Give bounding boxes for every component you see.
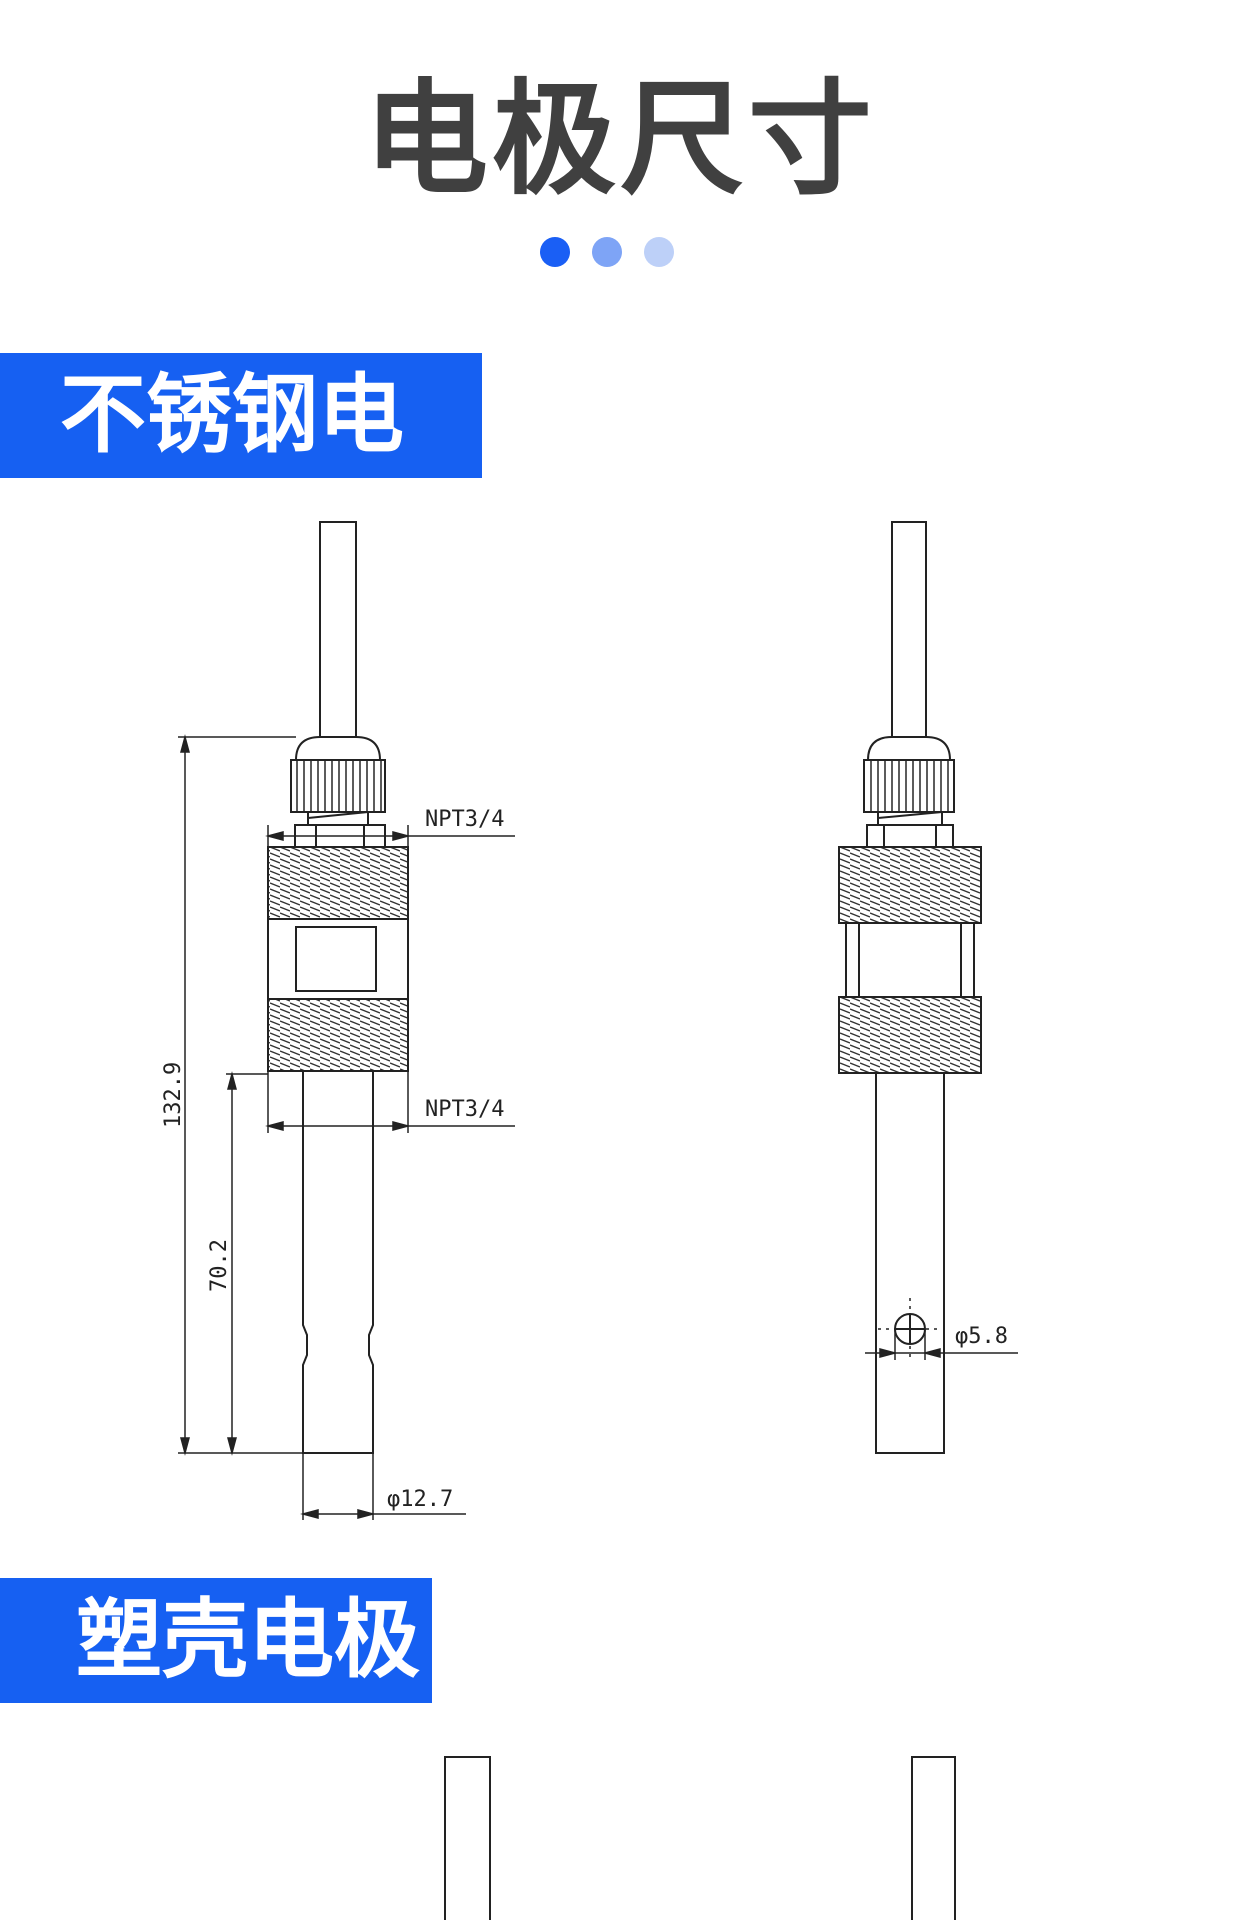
hole-dimension: [865, 1298, 1018, 1362]
lower-thread: [838, 996, 982, 1074]
cable-gland-dome: [867, 736, 951, 761]
cable: [319, 521, 357, 738]
dim-total-length: 132.9: [161, 1062, 186, 1128]
stainless-electrode-side-view: [838, 521, 982, 1454]
gland-nut: [863, 759, 955, 813]
lower-thread: [267, 998, 409, 1072]
upper-thread: [838, 846, 982, 924]
cable: [891, 521, 927, 738]
dim-hole-diameter: φ5.8: [955, 1324, 1008, 1349]
plastic-electrode-side-view: [911, 1756, 956, 1920]
dim-thread-bottom: NPT3/4: [425, 1097, 504, 1122]
upper-thread: [267, 846, 409, 920]
plastic-electrode-front-view: [444, 1756, 491, 1920]
dim-thread-top: NPT3/4: [425, 807, 504, 832]
section-banner-stainless-steel: 不锈钢电极: [0, 353, 482, 590]
dot-1: [540, 237, 570, 267]
stainless-electrode-front-view: [267, 521, 409, 1454]
gland-base: [877, 811, 943, 826]
dim-lower-length: 70.2: [207, 1239, 232, 1292]
upper-collar: [866, 824, 954, 848]
dot-2: [592, 237, 622, 267]
dot-3: [644, 237, 674, 267]
hex-flat: [295, 926, 377, 992]
probe-shaft: [302, 1071, 374, 1454]
cable-gland-dome: [295, 736, 381, 761]
page-title: 电极尺寸: [363, 68, 876, 212]
gland-nut: [290, 759, 386, 813]
dim-diameter: φ12.7: [387, 1487, 453, 1512]
gland-base: [307, 811, 369, 826]
section-banner-plastic: 塑壳电极: [0, 1578, 432, 1703]
body: [845, 922, 975, 998]
probe-shaft: [875, 1072, 945, 1454]
hex-body: [267, 918, 409, 1000]
stainless-dimensions: [178, 734, 515, 1520]
